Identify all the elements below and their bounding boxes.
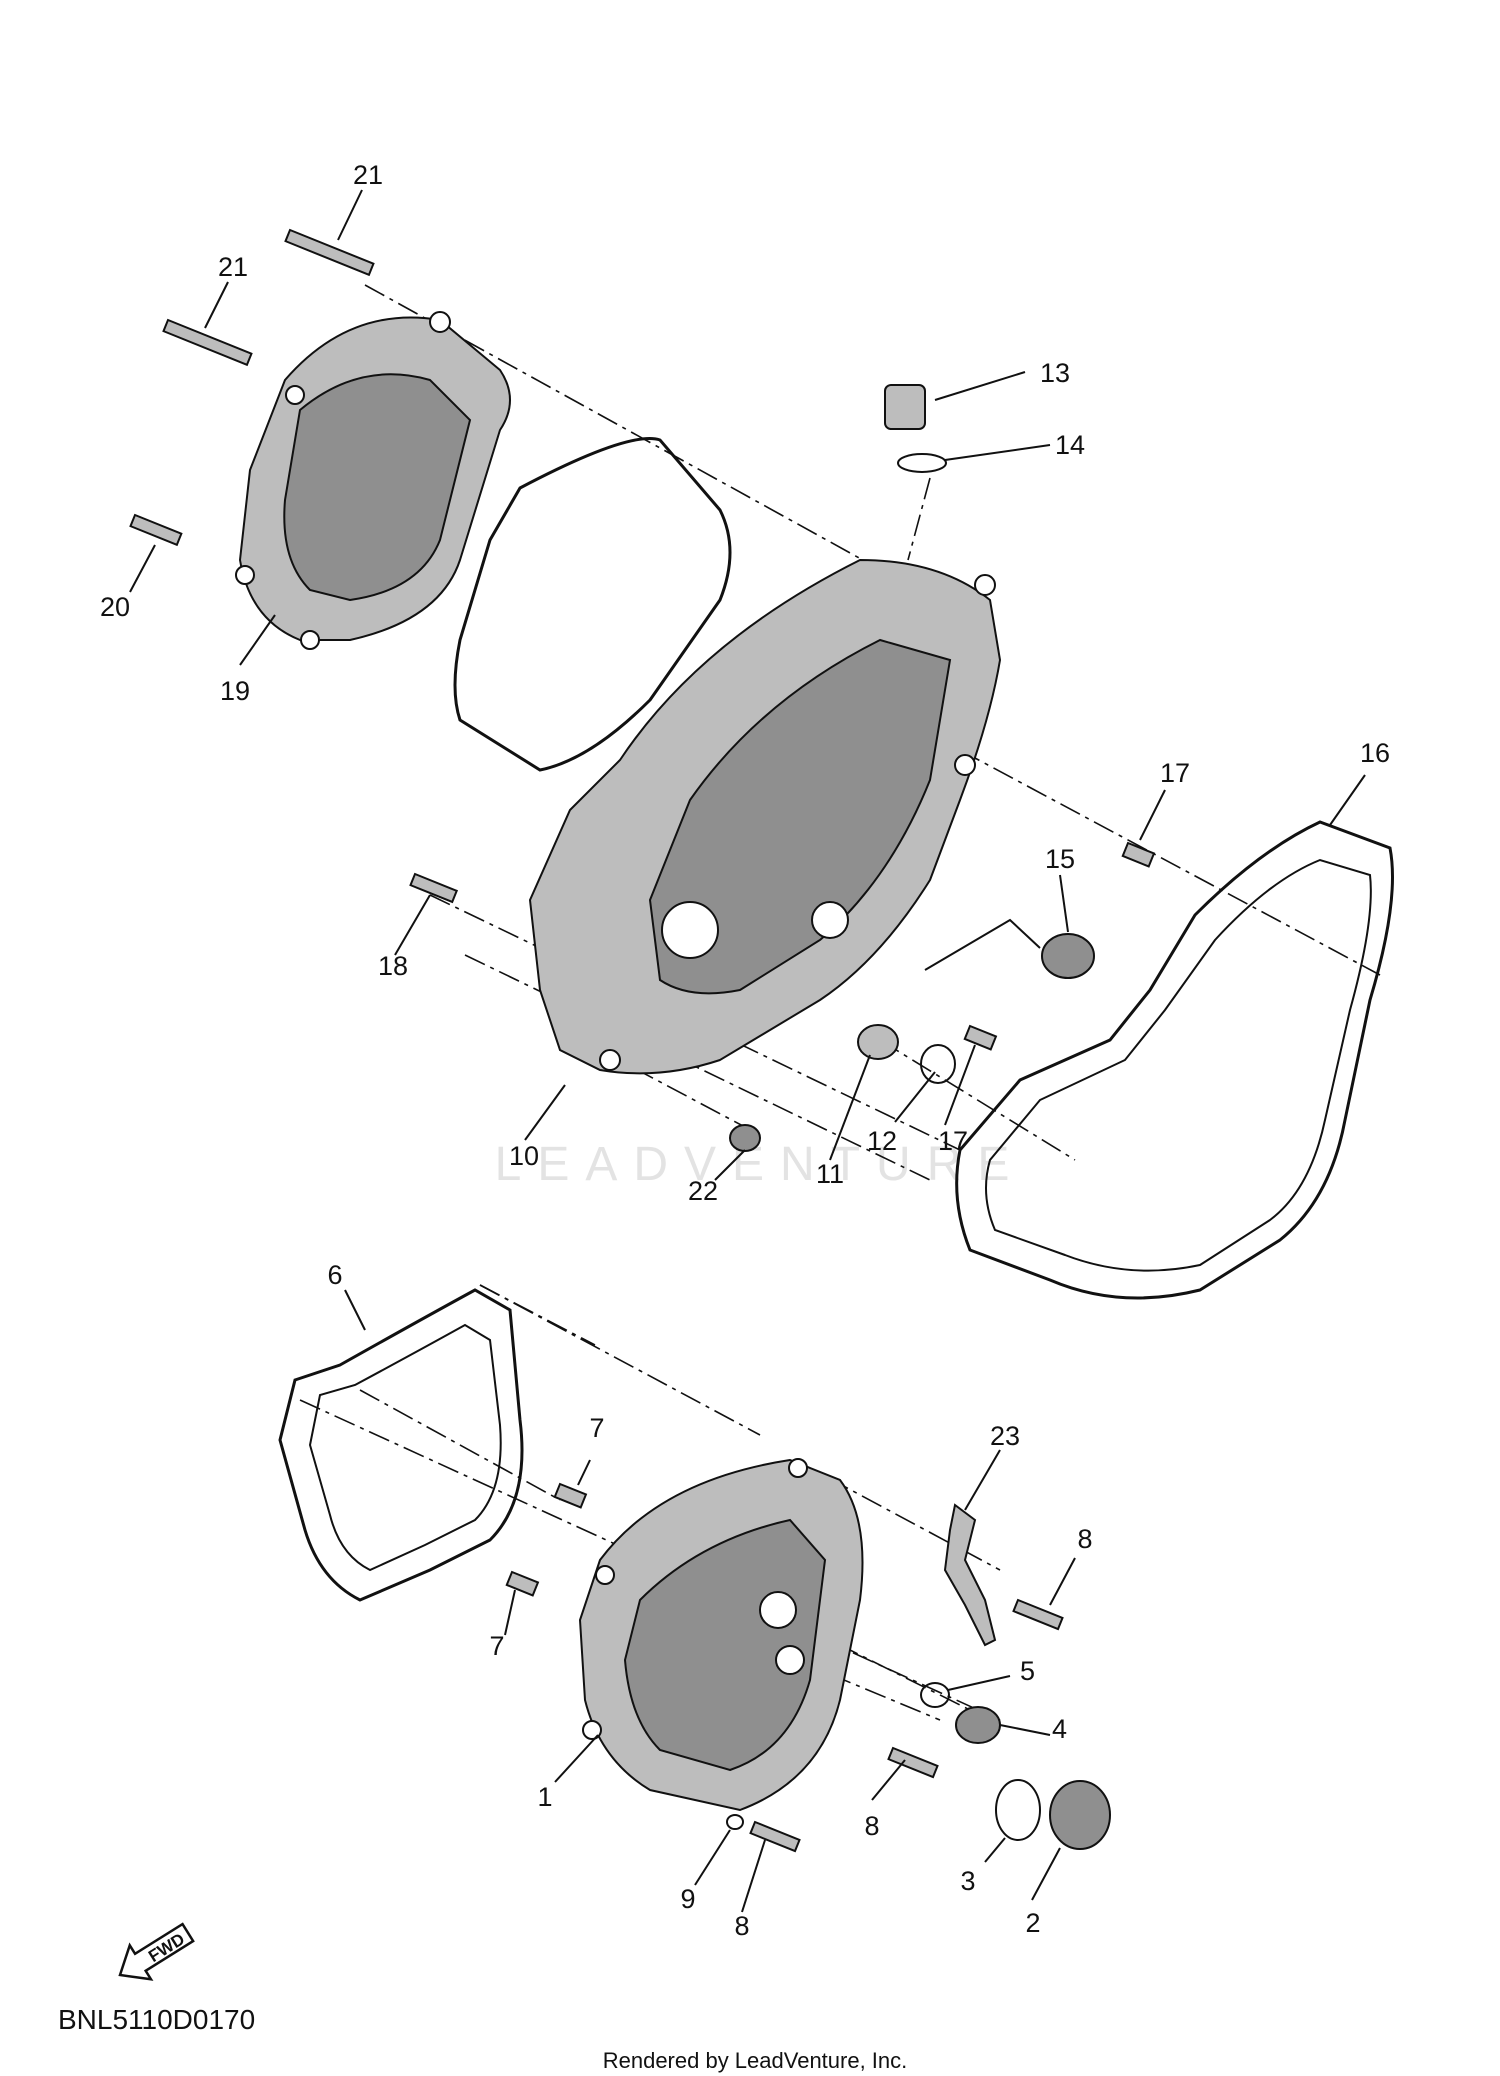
- part-2-plug: [1049, 1780, 1111, 1850]
- callout-10: 10: [509, 1141, 539, 1171]
- callout-4: 4: [1052, 1714, 1067, 1744]
- callout-7-upper: 7: [589, 1413, 604, 1443]
- part-7-dowel-lower: [505, 1570, 540, 1597]
- bolts-20-21: [129, 228, 375, 547]
- parts-13-14-plug: [884, 384, 947, 473]
- part-15-seal: [1041, 933, 1095, 979]
- part-17-dowel-upper: [1121, 841, 1156, 868]
- part-5-ring: [920, 1682, 950, 1708]
- callout-19: 19: [220, 676, 250, 706]
- callout-17-lower: 17: [938, 1126, 968, 1156]
- callout-5: 5: [1020, 1656, 1035, 1686]
- fwd-arrow-icon: FWD: [118, 1922, 195, 1981]
- part-19-clutch-cover: [235, 311, 511, 650]
- callout-8-middle: 8: [864, 1811, 879, 1841]
- callout-22: 22: [688, 1176, 718, 1206]
- callout-12: 12: [867, 1126, 897, 1156]
- part-10-crankcase-cover: [528, 558, 1002, 1075]
- part-23-bracket: [943, 1503, 997, 1647]
- callout-15: 15: [1045, 844, 1075, 874]
- callout-21-second: 21: [218, 252, 248, 282]
- callout-6: 6: [327, 1260, 342, 1290]
- part-9-washer: [726, 1814, 744, 1830]
- part-8-bolt-a: [1012, 1598, 1064, 1631]
- callout-16: 16: [1360, 738, 1390, 768]
- callout-14: 14: [1055, 430, 1085, 460]
- part-11-seal: [857, 1024, 899, 1060]
- part-3-ring: [995, 1779, 1041, 1841]
- part-22-cap: [729, 1124, 761, 1152]
- part-8-bolt-c: [749, 1820, 801, 1853]
- part-4-seal: [955, 1706, 1001, 1744]
- callout-2: 2: [1025, 1908, 1040, 1938]
- callout-7-lower: 7: [489, 1631, 504, 1661]
- part-6-gasket: [278, 1288, 524, 1602]
- part-1-generator-cover: [578, 1458, 864, 1812]
- part-16-gasket: [955, 820, 1394, 1300]
- part-7-dowel-upper: [553, 1482, 588, 1509]
- part-16-gasket-inner: [985, 858, 1372, 1272]
- callout-8-bottom: 8: [734, 1911, 749, 1941]
- callout-3: 3: [960, 1866, 975, 1896]
- gasket-upper: [453, 437, 732, 772]
- callout-13: 13: [1040, 358, 1070, 388]
- callout-9: 9: [680, 1884, 695, 1914]
- callout-17-upper: 17: [1160, 758, 1190, 788]
- credit-text: Rendered by LeadVenture, Inc.: [603, 2048, 908, 2073]
- leader-lines: [129, 189, 1366, 1913]
- part-12-ring: [920, 1044, 956, 1084]
- callout-21-top: 21: [353, 160, 383, 190]
- callout-23: 23: [990, 1421, 1020, 1451]
- callouts: 21 21 20 19 13 14 17 16 15 18 10 11 12 1…: [100, 160, 1390, 1941]
- callout-8-right: 8: [1077, 1524, 1092, 1554]
- callout-18: 18: [378, 951, 408, 981]
- part-17-dowel: [963, 1024, 998, 1051]
- callout-1: 1: [537, 1782, 552, 1812]
- part-6-gasket-inner: [308, 1323, 502, 1572]
- part-8-bolt-b: [887, 1746, 939, 1779]
- part-18-bolt: [409, 872, 459, 904]
- callout-20: 20: [100, 592, 130, 622]
- callout-11: 11: [816, 1159, 844, 1189]
- diagram-code: BNL5110D0170: [58, 2004, 255, 2035]
